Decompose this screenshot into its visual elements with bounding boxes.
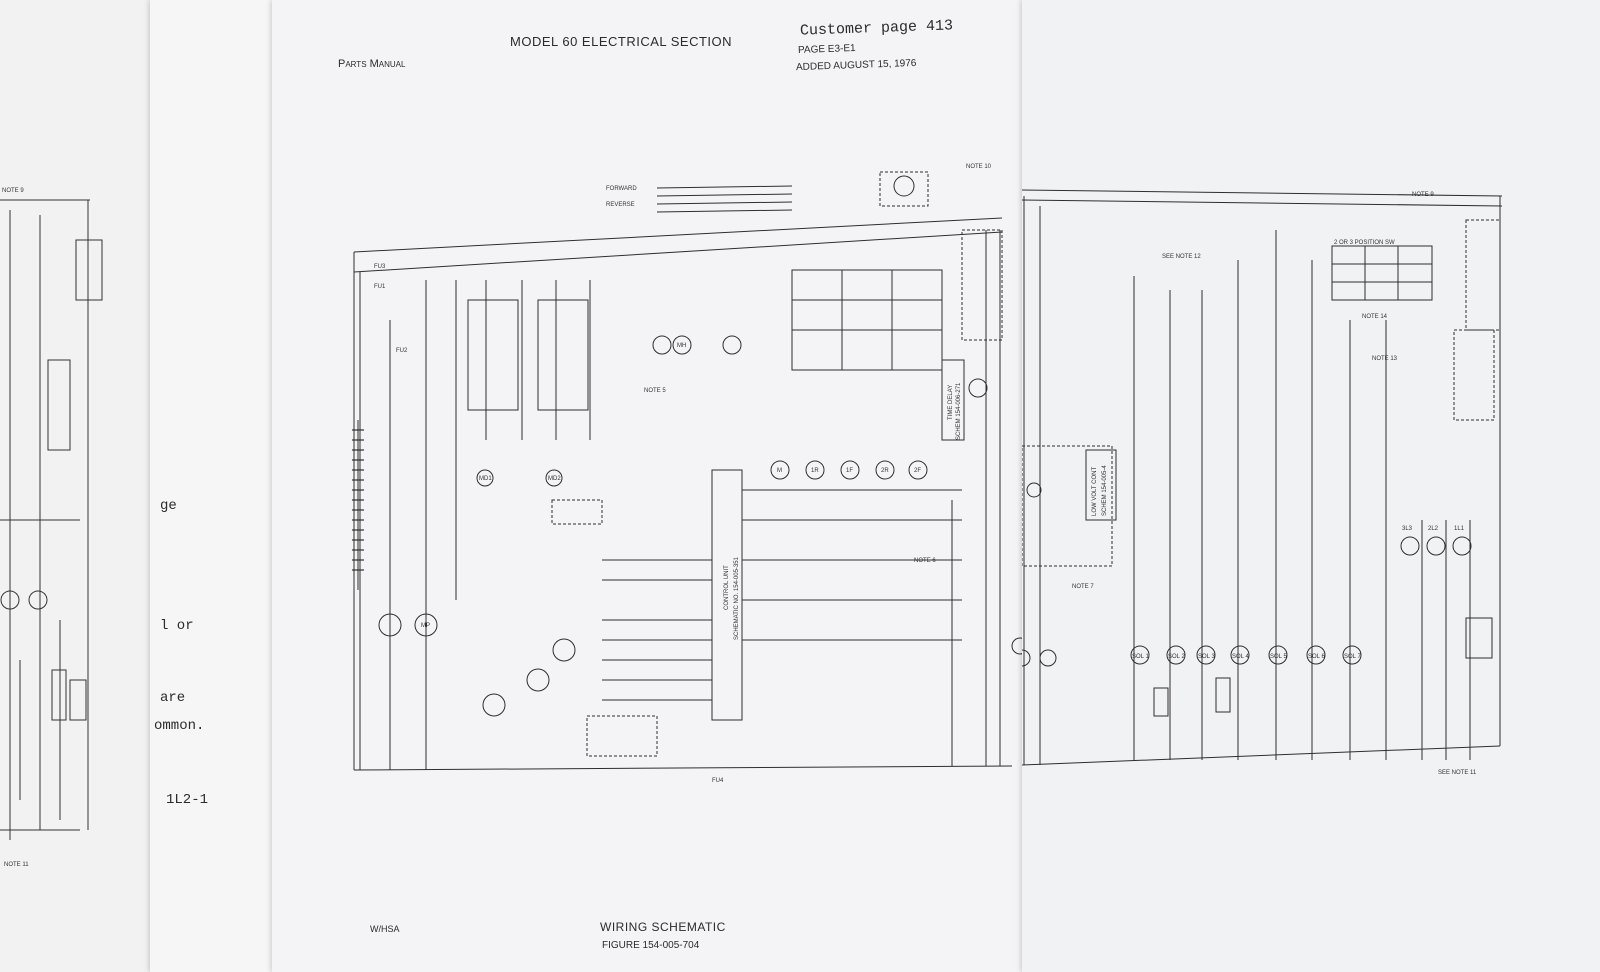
motor-label: 1R: [811, 468, 819, 474]
note-12-label: SEE NOTE 12: [1162, 254, 1201, 260]
motor-label: 1F: [846, 468, 853, 474]
text-fragment: are: [160, 690, 186, 706]
model-code: W/HSA: [370, 924, 400, 934]
solenoid-label: SOL 3: [1198, 654, 1215, 660]
motor-label: MH: [677, 343, 686, 349]
wiring-schematic-right-half: NOTE 9 SEE NOTE 12 NOTE 7 NOTE 13 NOTE 1…: [1022, 189, 1503, 776]
control-unit-label: CONTROL UNIT: [724, 565, 730, 610]
time-delay-number: SCHEM 154-006-271: [956, 382, 962, 440]
fuse-label: FU3: [374, 264, 386, 270]
solenoid-label: SOL 5: [1270, 654, 1287, 660]
solenoid-label: SOL 2: [1168, 654, 1185, 660]
position-switch-label: 2 OR 3 POSITION SW: [1334, 240, 1395, 246]
motor-label: M: [777, 468, 782, 474]
text-fragment: ge: [160, 498, 177, 514]
low-volt-number: SCHEM 154-005-4: [1102, 465, 1108, 516]
left-note-11: NOTE 11: [4, 862, 29, 868]
schematic-text-labels-right: NOTE 9 SEE NOTE 12 NOTE 7 NOTE 13 NOTE 1…: [1072, 192, 1477, 776]
solenoid-label: SOL 4: [1232, 654, 1249, 660]
note-5-label: NOTE 5: [644, 388, 666, 394]
note-11-label: SEE NOTE 11: [1438, 770, 1477, 776]
motor-label: MD2: [548, 476, 561, 482]
solenoid-label: SOL 6: [1308, 654, 1325, 660]
left-inner-page: ge l or are ommon. 1L2-1: [150, 0, 280, 972]
forward-label: FORWARD: [606, 186, 637, 192]
left-note-9: NOTE 9: [2, 188, 24, 194]
note-9-label: NOTE 9: [1412, 192, 1434, 198]
note-14-label: NOTE 14: [1362, 314, 1388, 320]
schematic-page-continued: NOTE 9 SEE NOTE 12 NOTE 7 NOTE 13 NOTE 1…: [1022, 0, 1600, 972]
reverse-label: REVERSE: [606, 202, 635, 208]
wiring-schematic-left-half: FORWARD REVERSE NOTE 10 NOTE 5 NOTE 6 FU…: [352, 164, 1029, 784]
note-13-label: NOTE 13: [1372, 356, 1398, 362]
text-fragment: l or: [160, 618, 194, 634]
note-10-label: NOTE 10: [966, 164, 992, 170]
schematic-number-label: SCHEMATIC NO. 154-005-351: [734, 556, 740, 640]
schematic-page: MODEL 60 ELECTRICAL SECTION Parts Manual…: [272, 0, 1032, 972]
time-delay-label: TIME DELAY: [948, 385, 954, 420]
motor-label: MD1: [479, 476, 492, 482]
left-page: NOTE 9 NOTE 11: [0, 0, 165, 972]
note-7-label: NOTE 7: [1072, 584, 1094, 590]
lamp-label: 2L2: [1428, 526, 1439, 532]
text-fragment: 1L2-1: [166, 792, 209, 808]
schematic-text-labels: FORWARD REVERSE NOTE 10 NOTE 5 NOTE 6 FU…: [374, 164, 992, 784]
note-6-label: NOTE 6: [914, 558, 936, 564]
manual-label: Parts Manual: [338, 58, 406, 70]
motor-label: 2F: [914, 468, 921, 474]
lamp-label: 1L1: [1454, 526, 1465, 532]
motor-label: MP: [421, 623, 430, 629]
low-volt-label: LOW VOLT CONT: [1092, 467, 1098, 516]
figure-caption-title: WIRING SCHEMATIC: [600, 920, 726, 934]
motor-label: 2R: [881, 468, 889, 474]
fuse-label: FU1: [374, 284, 386, 290]
fuse-label: FU2: [396, 348, 408, 354]
lamp-label: 3L3: [1402, 526, 1413, 532]
text-fragment: ommon.: [154, 718, 205, 734]
left-partial-schematic: NOTE 9 NOTE 11: [0, 188, 103, 868]
figure-number: FIGURE 154-005-704: [602, 940, 700, 951]
solenoid-label: SOL 7: [1344, 654, 1361, 660]
section-title: MODEL 60 ELECTRICAL SECTION: [510, 34, 733, 49]
solenoid-label: SOL 1: [1132, 654, 1149, 660]
fuse-label: FU4: [712, 778, 724, 784]
